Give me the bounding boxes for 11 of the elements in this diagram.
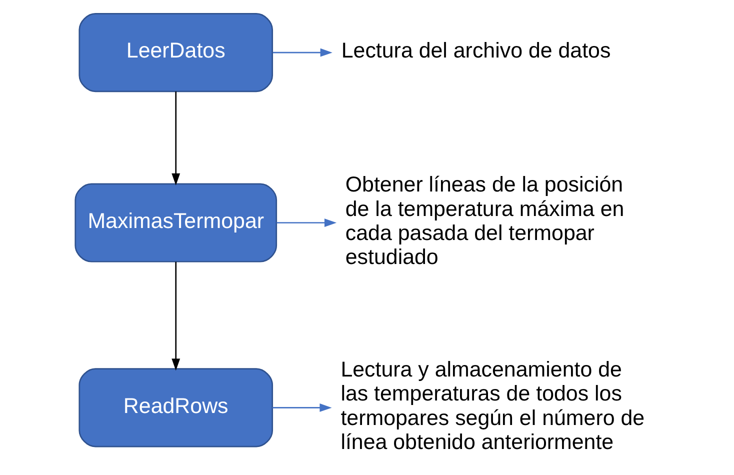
node-text: Obtener líneas de la posición de la temperatura máxima en cada pasada del termopar estudiado [344,172,624,270]
node-box: LeerDatos [78,13,273,92]
node-box: MaximasTermopar [74,183,277,262]
arrow [171,92,180,186]
node-text: Lectura y almacenamiento de las temperaturas de todos los termopares según el número de línea obtenido anteriormente [340,358,644,454]
arrow [272,403,332,412]
node-box: ReadRows [78,368,273,448]
arrow [171,262,180,371]
arrow [272,48,332,57]
node-text: Lectura del archivo de datos [340,38,610,63]
arrow [276,218,336,227]
